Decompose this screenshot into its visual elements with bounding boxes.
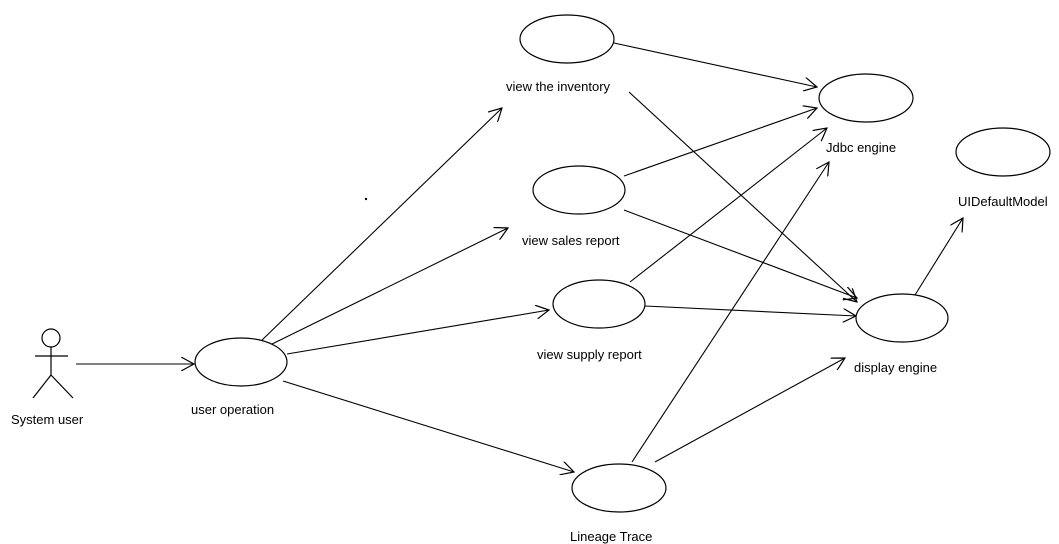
actor-label: System user xyxy=(11,412,84,427)
stray-dot xyxy=(364,197,368,201)
use-case-label: display engine xyxy=(854,360,937,375)
edge-view-inventory-to-display-engine xyxy=(628,91,857,302)
use-case-ellipse xyxy=(571,463,667,513)
use-case-label: Jdbc engine xyxy=(826,140,896,155)
use-case-label: view supply report xyxy=(537,347,642,362)
edge-view-sales-report-to-display-engine xyxy=(623,209,857,298)
edge-user-operation-to-view-supply-report xyxy=(286,310,549,355)
use-case-ellipse xyxy=(532,165,626,215)
edge-lineage-trace-to-jdbc-engine xyxy=(631,162,829,463)
edge-user-operation-to-view-sales-report xyxy=(267,228,508,347)
actor-head xyxy=(41,328,61,348)
use-case-label: Lineage Trace xyxy=(570,529,652,544)
use-case-user-operation: user operation xyxy=(191,337,288,417)
use-case-ellipse xyxy=(552,279,646,329)
use-case-label: view sales report xyxy=(522,233,620,248)
edge-view-supply-report-to-display-engine xyxy=(644,305,856,316)
use-case-label: UIDefaultModel xyxy=(958,194,1048,209)
actor-system-user: System user xyxy=(11,328,84,427)
use-case-label: user operation xyxy=(191,402,274,417)
use-case-view-supply-report: view supply report xyxy=(537,279,646,362)
edge-lineage-trace-to-display-engine xyxy=(654,358,845,463)
edge-view-inventory-to-jdbc-engine xyxy=(613,42,817,87)
use-case-display-engine: display engine xyxy=(854,293,949,375)
edge-view-sales-report-to-jdbc-engine xyxy=(623,108,817,177)
use-case-jdbc-engine: Jdbc engine xyxy=(818,73,914,155)
use-case-ui-default-model: UIDefaultModel xyxy=(955,127,1051,209)
edge-view-supply-report-to-jdbc-engine xyxy=(629,128,827,283)
use-case-view-sales-report: view sales report xyxy=(522,165,626,248)
associations xyxy=(76,42,963,472)
actor-right-leg xyxy=(50,374,74,399)
use-case-ellipse xyxy=(194,337,288,387)
edge-user-operation-to-view-inventory xyxy=(259,108,502,343)
actor-left-leg xyxy=(32,374,52,399)
use-case-label: view the inventory xyxy=(506,79,611,94)
use-case-ellipse xyxy=(855,293,949,343)
edge-display-engine-to-ui-default-model xyxy=(914,218,963,296)
use-case-lineage-trace: Lineage Trace xyxy=(570,463,667,544)
edge-user-operation-to-lineage-trace xyxy=(282,380,574,472)
use-case-view-inventory: view the inventory xyxy=(506,14,615,94)
use-case-ellipse xyxy=(955,127,1051,177)
use-case-ellipse xyxy=(519,14,615,64)
use-case-ellipse xyxy=(818,73,914,123)
